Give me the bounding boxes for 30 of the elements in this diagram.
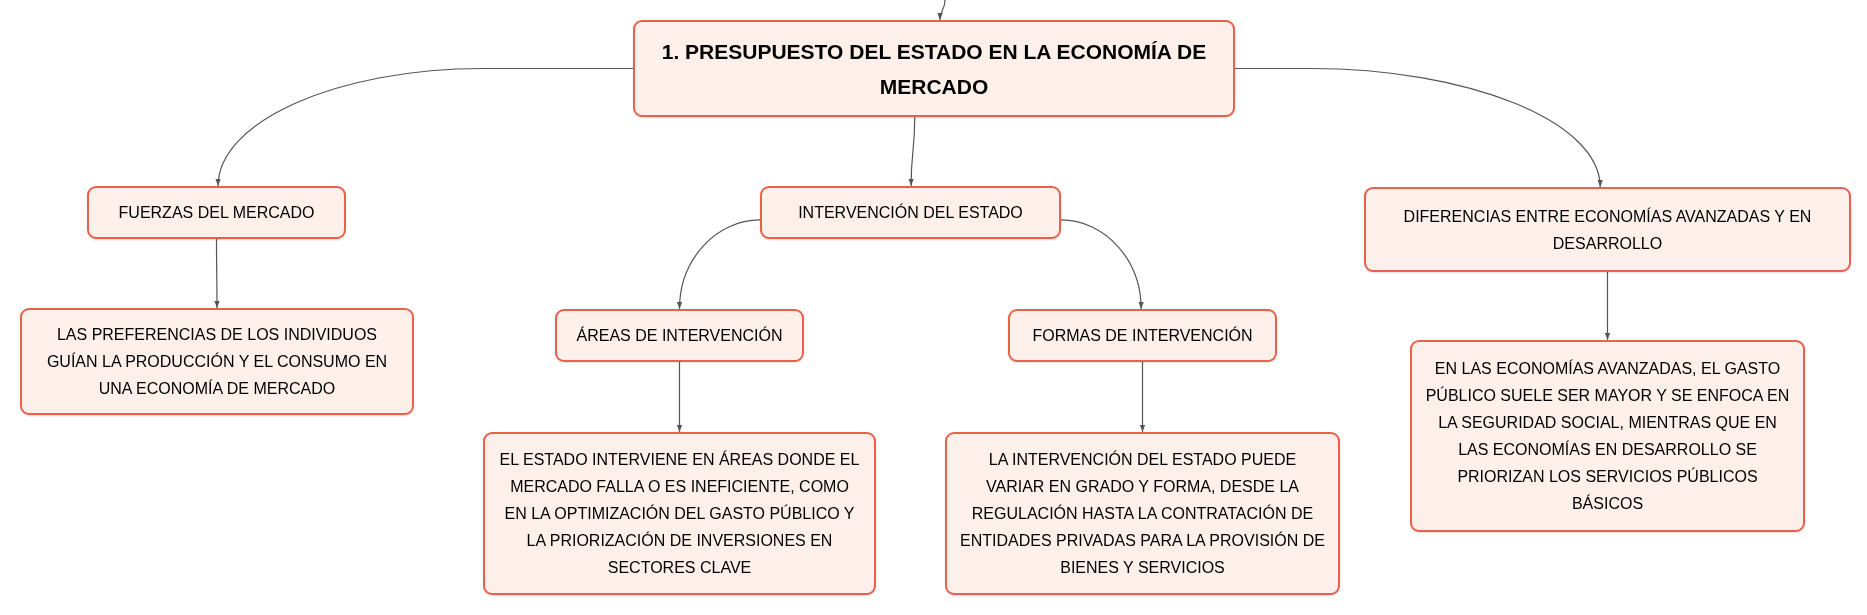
topic-label: LA INTERVENCIÓN DEL ESTADO PUEDE VARIAR EN GRADO Y FORMA, DESDE LA REGULACIÓN HASTA LA CONTRATACIÓN DE ENTIDADES PRIVADAS PARA LA PROVISIÓN DE BIENES Y SERVICIOS [959,449,1326,578]
main-topic-card [633,20,1235,117]
connector-arrow [908,116,916,187]
topic-card [1364,187,1851,272]
connector-arrow [214,238,220,309]
connector-arrow [1234,67,1602,188]
connector-arrow [677,219,761,310]
connector-arrow [937,0,946,21]
topic-card [760,186,1061,239]
topic-label: FUERZAS DEL MERCADO [118,203,315,223]
topic-card [945,432,1340,595]
topic-label: ÁREAS DE INTERVENCIÓN [576,325,783,346]
connector-arrow [676,361,683,433]
connector-arrow [1604,271,1611,341]
topic-label: EN LAS ECONOMÍAS AVANZADAS, EL GASTO PÚBLICO SUELE SER MAYOR Y SE ENFOCA EN LA SEGURIDAD SOCIAL, MIENTRAS QUE EN LAS ECONOMÍAS EN DESARROLLO SE PRIORIZAN LOS SERVICIOS PÚBLICOS BÁSICOS [1424,358,1791,514]
topic-card [1008,309,1277,362]
topic-card [555,309,804,362]
connector-arrow [1139,361,1146,433]
topic-label: EL ESTADO INTERVIENE EN ÁREAS DONDE EL MERCADO FALLA O ES INEFICIENTE, COMO EN LA OPTIMIZACIÓN DEL GASTO PÚBLICO Y LA PRIORIZACIÓN DE INVERSIONES EN SECTORES CLAVE [498,449,861,578]
topic-label: INTERVENCIÓN DEL ESTADO [798,202,1023,223]
main-topic-label: 1. PRESUPUESTO DEL ESTADO EN LA ECONOMÍA DE MERCADO [660,38,1208,100]
topic-card [87,186,346,239]
topic-label: LAS PREFERENCIAS DE LOS INDIVIDUOS GUÍAN LA PRODUCCIÓN Y EL CONSUMO EN UNA ECONOMÍA DE MERCADO [45,325,389,399]
topic-card [1410,340,1805,532]
connector-arrow [216,67,634,187]
topic-card [20,308,414,415]
connector-arrow [1060,219,1144,310]
topic-label: FORMAS DE INTERVENCIÓN [1032,325,1253,346]
topic-card [483,432,876,595]
topic-label: DIFERENCIAS ENTRE ECONOMÍAS AVANZADAS Y EN DESARROLLO [1402,206,1813,254]
